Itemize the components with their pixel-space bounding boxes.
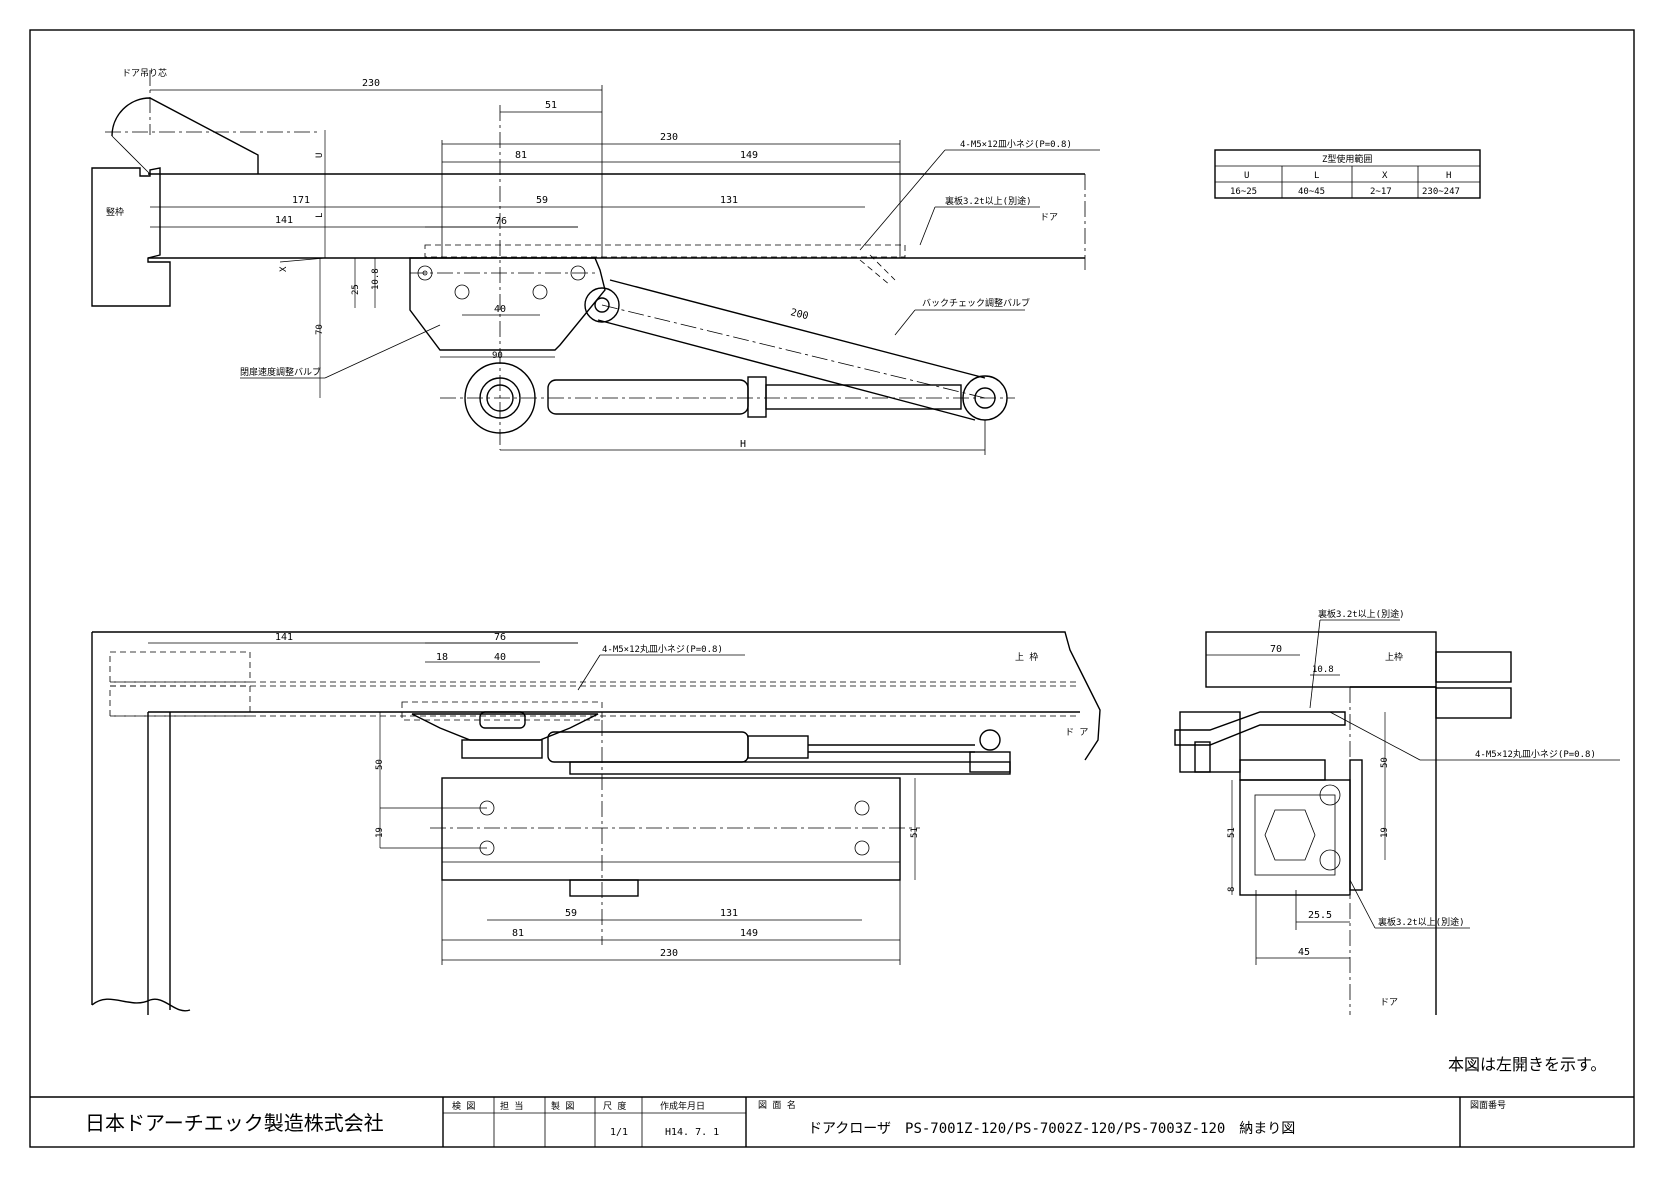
drawing-no-label: 図面番号 (1470, 1099, 1506, 1111)
front-dim-230: 230 (660, 948, 678, 959)
top-backing-note: 裏板3.2t以上(別途) (945, 195, 1032, 207)
dim-59: 59 (536, 195, 548, 206)
dim-U: U (315, 153, 325, 158)
dim-90: 90 (492, 351, 503, 361)
dim-10-8: 10.8 (371, 268, 381, 290)
bracket-plate (409, 257, 606, 351)
company-name: 日本ドアーチエック製造株式会社 (85, 1111, 384, 1135)
front-dim-50: 50 (375, 759, 385, 770)
col-charge: 担 当 (500, 1100, 523, 1112)
dim-81: 81 (515, 150, 527, 161)
range-value-x: 2~17 (1370, 187, 1392, 197)
range-header-h: H (1446, 171, 1451, 181)
dim-131: 131 (720, 195, 738, 206)
side-dim-45: 45 (1298, 947, 1310, 958)
dim-51: 51 (545, 100, 557, 111)
front-dim-59: 59 (565, 908, 577, 919)
front-view: 上 枠 ド ア 141 76 18 40 4-M5×12丸皿小ネジ(P=0.8) (91, 631, 1101, 1015)
front-dim-81: 81 (512, 928, 524, 939)
range-table: Z型使用範囲 U L X H 16~25 40~45 2~17 230~247 (1214, 149, 1481, 199)
range-table-title: Z型使用範囲 (1322, 153, 1372, 165)
date-value: H14. 7. 1 (665, 1127, 719, 1138)
sheet-border (29, 29, 1635, 1148)
side-dim-50: 50 (1380, 757, 1390, 768)
door-pivot-label: ドア吊り芯 (122, 67, 167, 79)
side-dim-25-5: 25.5 (1308, 910, 1332, 921)
dim-141: 141 (275, 215, 293, 226)
range-value-u: 16~25 (1230, 187, 1257, 197)
col-date: 作成年月日 (660, 1100, 705, 1112)
side-upper-frame-label: 上枠 (1385, 651, 1403, 663)
front-dim-18: 18 (436, 652, 448, 663)
range-header-x: X (1382, 171, 1388, 181)
side-dim-70: 70 (1270, 644, 1282, 655)
front-upper-frame-label: 上 枠 (1015, 651, 1038, 663)
front-dim-19: 19 (375, 827, 385, 838)
side-dim-8: 8 (1227, 887, 1237, 892)
col-inspect: 検 図 (452, 1100, 475, 1112)
range-value-h: 230~247 (1422, 187, 1460, 197)
side-screw-note: 4-M5×12丸皿小ネジ(P=0.8) (1475, 748, 1596, 760)
range-header-l: L (1314, 171, 1319, 181)
door-pivot-shape (111, 97, 259, 174)
side-closer-body (1239, 779, 1351, 896)
front-closer-plate (441, 777, 901, 881)
closing-valve-note: 閉扉速度調整バルブ (240, 366, 321, 378)
side-view: 上枠 ドア 70 10.8 裏板3.2t以上(別途) 4-M5×12丸皿小ネジ(… (1174, 608, 1620, 1015)
closer-body (547, 379, 749, 415)
side-backing-note-bottom: 裏板3.2t以上(別途) (1378, 916, 1465, 928)
front-door-label: ド ア (1065, 728, 1088, 738)
backcheck-valve-note: バックチェック調整バルブ (922, 297, 1030, 309)
drawing-name: ドアクローザ PS-7001Z-120/PS-7002Z-120/PS-7003… (808, 1121, 1295, 1137)
col-draft: 製 図 (551, 1100, 574, 1112)
dim-X: X (279, 266, 289, 272)
front-dim-141: 141 (275, 632, 293, 643)
top-view: ドア吊り芯 竪枠 ドア 230 51 230 81 149 171 59 131… (91, 67, 1100, 455)
dim-L: L (315, 213, 325, 218)
dim-25: 25 (351, 284, 361, 295)
side-backing-note-top: 裏板3.2t以上(別途) (1318, 608, 1405, 620)
dim-149: 149 (740, 150, 758, 161)
door-label: ドア (1040, 213, 1058, 223)
scale-value: 1/1 (610, 1127, 628, 1138)
front-dim-76: 76 (494, 632, 506, 643)
top-screw-note: 4-M5×12皿小ネジ(P=0.8) (960, 139, 1072, 150)
left-opening-note: 本図は左開きを示す。 (1448, 1055, 1606, 1074)
drawing-name-label: 図 面 名 (758, 1099, 796, 1111)
front-dim-51: 51 (910, 827, 920, 838)
vertical-frame (91, 167, 171, 307)
front-dim-40: 40 (494, 652, 506, 663)
dim-171: 171 (292, 195, 310, 206)
frame-label: 竪枠 (106, 206, 124, 218)
dim-230: 230 (660, 132, 678, 143)
side-dim-51: 51 (1227, 827, 1237, 838)
range-header-u: U (1244, 171, 1249, 181)
dim-40: 40 (494, 304, 506, 315)
dim-230-top: 230 (362, 78, 380, 89)
range-value-l: 40~45 (1298, 187, 1325, 197)
col-scale: 尺 度 (603, 1100, 626, 1112)
front-screw-note: 4-M5×12丸皿小ネジ(P=0.8) (602, 643, 723, 655)
side-dim-19: 19 (1380, 827, 1390, 838)
dim-H: H (740, 439, 746, 450)
front-dim-149: 149 (740, 928, 758, 939)
dim-70: 70 (315, 324, 325, 335)
side-dim-10-8: 10.8 (1312, 665, 1334, 675)
front-dim-131: 131 (720, 908, 738, 919)
title-block: 日本ドアーチエック製造株式会社 検 図 担 当 製 図 尺 度 作成年月日 1/… (30, 1096, 1634, 1147)
dim-76: 76 (495, 216, 507, 227)
side-door-label: ドア (1380, 998, 1398, 1008)
dim-200: 200 (789, 307, 809, 322)
